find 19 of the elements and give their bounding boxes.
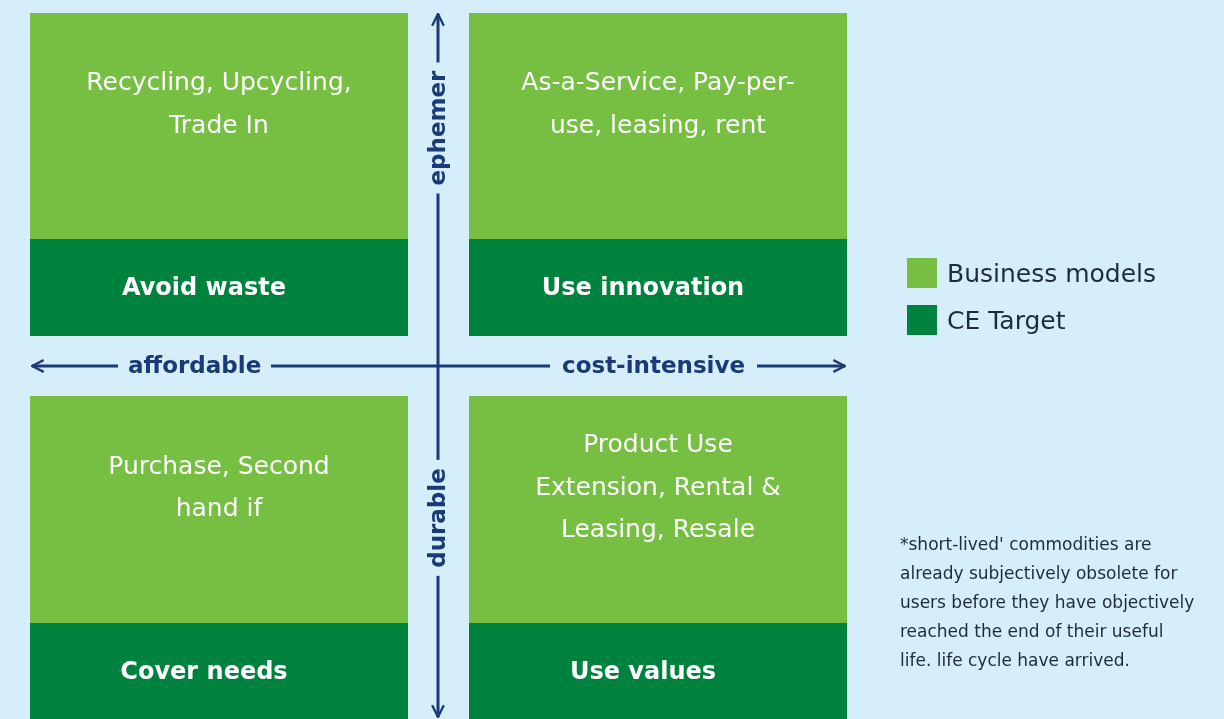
target-band — [469, 623, 847, 719]
business-model-box — [469, 13, 847, 239]
target-band — [469, 239, 847, 336]
legend-text: Business models — [947, 258, 1157, 288]
target-text: Cover needs — [120, 655, 288, 687]
note-text: *short-lived' commodities are already subjectively obsolete for users before they have objectively reached the end of their useful life. life cycle have arrived. — [900, 533, 1196, 672]
legend-text: CE Target — [947, 305, 1066, 335]
business-model-text: As-a-Service, Pay-per-use, leasing, rent — [520, 66, 796, 141]
target-text: Avoid waste — [122, 272, 286, 304]
business-model-box — [469, 396, 847, 623]
target-text: Use innovation — [541, 272, 745, 304]
target-band — [30, 623, 408, 719]
business-model-box — [30, 396, 408, 623]
target-text: Use values — [569, 655, 717, 687]
business-model-box — [30, 13, 408, 239]
business-model-text: Purchase, Second hand if — [107, 449, 331, 524]
target-band — [30, 239, 408, 336]
business-model-text: Recycling, Upcycling, Trade In — [85, 66, 353, 141]
business-model-text: Product Use Extension, Rental & Leasing, Resale — [534, 428, 782, 546]
